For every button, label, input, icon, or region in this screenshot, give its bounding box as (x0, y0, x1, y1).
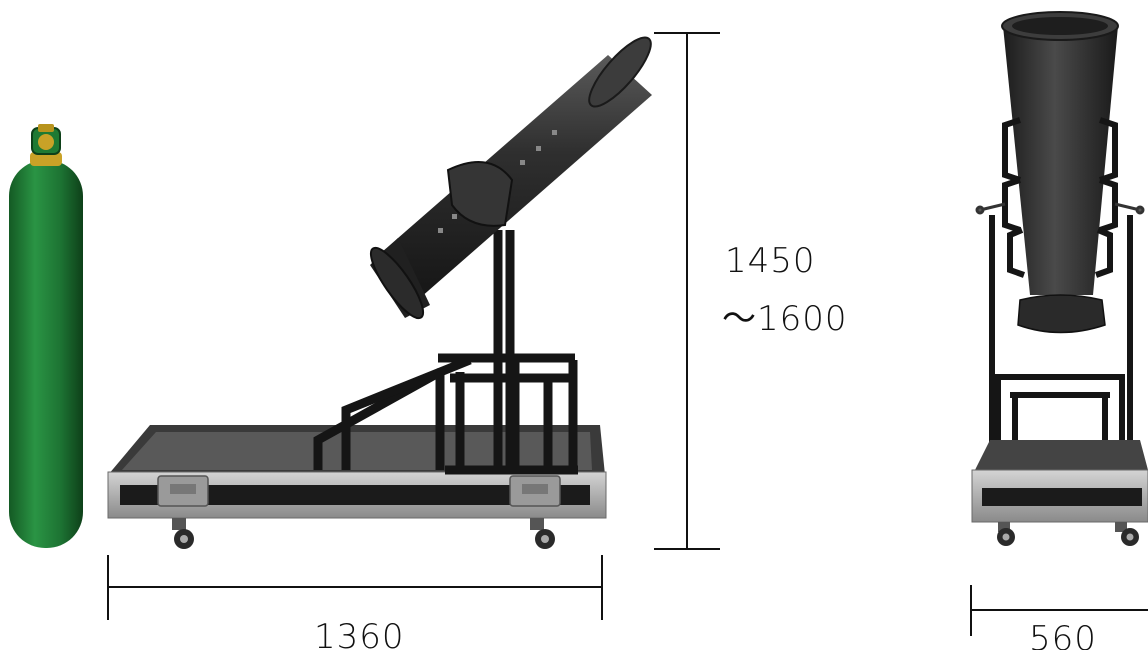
height-range-label: ～1600 (722, 299, 848, 339)
caster-wheel-right (530, 518, 555, 549)
machine-side-view (107, 36, 652, 549)
caster-wheel-front-left (997, 522, 1015, 546)
width-dimension-line (107, 555, 603, 620)
cannon-cone-front (1001, 11, 1119, 334)
flight-case-front (971, 440, 1148, 523)
width-label: 1360 (314, 617, 405, 650)
height-label: 1450 (725, 241, 816, 281)
caster-wheel-left (172, 518, 194, 549)
depth-dimension-line (970, 585, 1148, 636)
gas-cylinder (9, 124, 83, 548)
adjust-handles (975, 202, 1145, 215)
depth-label: 560 (1029, 619, 1097, 650)
cylinder-collar (30, 152, 62, 166)
cannon-barrel (369, 36, 652, 320)
height-dimension-line (654, 32, 720, 550)
flight-case (107, 425, 607, 519)
support-frame (313, 230, 578, 475)
caster-wheel-front-right (1115, 522, 1139, 546)
cylinder-valve (31, 124, 61, 155)
barrel-mount (446, 161, 514, 227)
machine-front-view (971, 11, 1148, 546)
